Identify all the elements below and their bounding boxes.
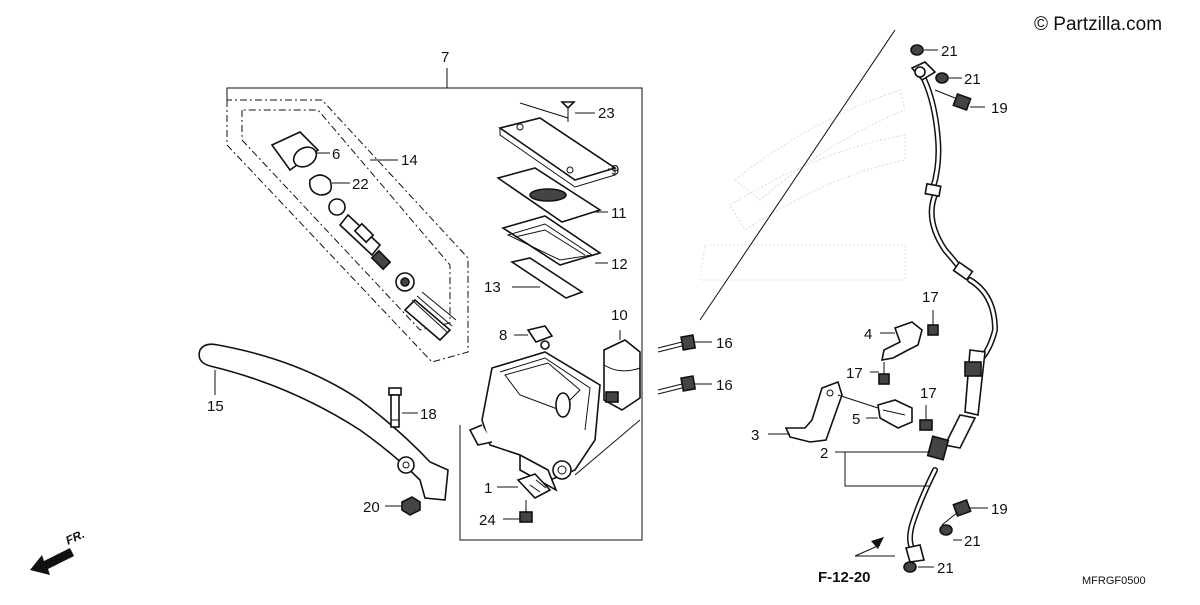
callout-17-b[interactable]: 17 (846, 365, 863, 382)
callout-23[interactable]: 23 (598, 105, 615, 122)
callout-6[interactable]: 6 (332, 146, 340, 163)
callout-18[interactable]: 18 (420, 406, 437, 423)
callout-21-second[interactable]: 21 (964, 71, 981, 88)
part-17-bolt-b (878, 362, 890, 385)
part-11-plate (496, 167, 602, 223)
callout-15[interactable]: 15 (207, 398, 224, 415)
callout-13[interactable]: 13 (484, 279, 501, 296)
watermark-text: © Partzilla.com (1034, 14, 1162, 35)
front-label: FR. (63, 527, 86, 548)
part-10-clamp (603, 339, 641, 411)
front-direction-arrow (30, 548, 74, 575)
part-21-washer-top (910, 44, 924, 56)
callout-11[interactable]: 11 (611, 205, 627, 222)
callout-7[interactable]: 7 (441, 49, 449, 66)
banjo-fitting-top (910, 61, 937, 82)
diagram-code: MFRGF0500 (1082, 575, 1146, 587)
part-15-lever (198, 343, 449, 501)
part-21-washer-third (939, 524, 953, 536)
part-9-cap (498, 117, 617, 188)
part-18-bolt (388, 387, 402, 428)
part-17-bolt-a (927, 310, 939, 336)
part-21-washer-second (935, 72, 949, 84)
leader-body-to-hose (574, 419, 641, 476)
part-23-screw (560, 101, 576, 122)
part-16-bolt-lower (657, 375, 697, 395)
assembly-2-bracket (844, 451, 930, 487)
callout-24[interactable]: 24 (479, 512, 496, 529)
part-13-float (509, 257, 584, 299)
callout-14[interactable]: 14 (401, 152, 418, 169)
part-4-clamp (880, 321, 923, 361)
section-ref-arrow (854, 537, 895, 557)
callout-16-lower[interactable]: 16 (716, 377, 733, 394)
callout-17-c[interactable]: 17 (920, 385, 937, 402)
section-ref-label[interactable]: F-12-20 (818, 569, 871, 586)
part-16-bolt-upper (657, 334, 697, 353)
leader-assembly-to-hose (699, 29, 896, 321)
part-24-screw (519, 500, 533, 523)
part-20-nut (401, 496, 421, 516)
part-19-bolt-top (934, 89, 972, 112)
brake-hose (904, 72, 999, 563)
part-19-bolt-bottom (941, 498, 972, 526)
callout-1[interactable]: 1 (484, 480, 492, 497)
callout-16-upper[interactable]: 16 (716, 335, 733, 352)
callout-8[interactable]: 8 (499, 327, 507, 344)
assembly-7-outline (226, 68, 643, 541)
callout-4[interactable]: 4 (864, 326, 872, 343)
callout-10[interactable]: 10 (611, 307, 628, 324)
callout-5[interactable]: 5 (852, 411, 860, 428)
part-21-washer-bottom (903, 561, 917, 573)
background-logo (699, 89, 906, 281)
part-5-clamp (877, 399, 913, 429)
part-12-diaphragm (501, 215, 602, 266)
piston-kit (328, 198, 457, 342)
callout-22[interactable]: 22 (352, 176, 369, 193)
callout-21-top[interactable]: 21 (941, 43, 958, 60)
callout-19-bottom[interactable]: 19 (991, 501, 1008, 518)
master-cylinder-body (468, 351, 601, 492)
callout-3[interactable]: 3 (751, 427, 759, 444)
part-17-bolt-c (919, 405, 933, 431)
callout-2[interactable]: 2 (820, 445, 828, 462)
callout-19-top[interactable]: 19 (991, 100, 1008, 117)
assembly-14-outline (226, 99, 469, 363)
callout-21-third[interactable]: 21 (964, 533, 981, 550)
callout-17-a[interactable]: 17 (922, 289, 939, 306)
callout-20[interactable]: 20 (363, 499, 380, 516)
part-3-bracket (784, 380, 843, 443)
part-1-switch (516, 473, 552, 499)
part-22-circlip (308, 174, 333, 196)
callout-12[interactable]: 12 (611, 256, 628, 273)
callout-21-bottom[interactable]: 21 (937, 560, 954, 577)
callout-9[interactable]: 9 (611, 162, 619, 179)
part-8-screw (526, 325, 554, 350)
part-6-boot (270, 131, 320, 172)
